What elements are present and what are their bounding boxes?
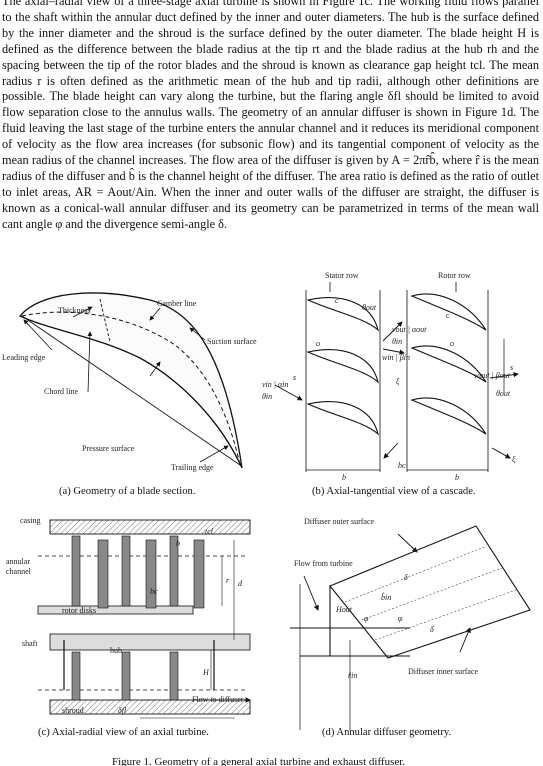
label-leading-edge: Leading edge: [2, 353, 46, 362]
label-bc-c: bc: [150, 587, 158, 596]
chord-line: [21, 315, 241, 466]
rotor-blade: [410, 345, 487, 383]
label-stator-row: Stator row: [325, 271, 359, 280]
label-diffuser-inner-surface: Diffuser inner surface: [408, 667, 478, 676]
label-xi-rotor: ξ: [512, 455, 516, 464]
stator-blade: [306, 401, 379, 436]
label-v-in: vin | αin: [262, 380, 288, 389]
label-shroud: shroud: [62, 706, 84, 715]
stator-blade: [306, 349, 379, 384]
label-hub: hub: [110, 646, 122, 655]
label-delta-fl: δfl: [118, 706, 127, 715]
label-w-out: wout | βout: [474, 371, 511, 380]
panel-c-axial-radial: casing annular channel rotor disks shaft…: [6, 516, 251, 738]
label-chord-line: Chord line: [44, 387, 78, 396]
label-suction-surface: Suction surface: [207, 337, 257, 346]
label-o-rotor: o: [450, 339, 454, 348]
label-delta-top: δ: [404, 573, 408, 582]
label-camber-line: Camber line: [157, 299, 197, 308]
label-casing: casing: [20, 516, 40, 525]
rotor-blade: [410, 293, 487, 331]
caption-c: (c) Axial-radial view of an axial turbin…: [38, 727, 209, 738]
label-r-in: r̂in: [348, 671, 357, 680]
camber-line: [21, 311, 241, 466]
label-theta-out-rotor: θout: [496, 389, 511, 398]
panel-d-annular-diffuser: Diffuser outer surface Flow from turbine…: [290, 517, 531, 738]
label-d: d: [238, 579, 243, 588]
label-annular: annular: [6, 557, 30, 566]
label-c: c: [335, 296, 339, 305]
panel-a-blade-section: Thickness Camber line Suction surface Le…: [2, 292, 257, 497]
label-rotor-disks: rotor disks: [62, 606, 96, 615]
label-trailing-edge: Trailing edge: [171, 463, 214, 472]
label-phi-right: φ: [398, 614, 403, 623]
blade-profile: [18, 292, 243, 469]
label-r: r: [226, 576, 230, 585]
label-b-rotor: b: [455, 473, 459, 482]
label-b-c: b: [176, 539, 180, 548]
label-H: H: [202, 668, 210, 677]
label-tcl: tcl: [205, 527, 214, 536]
diffuser-flow-lines: [344, 545, 517, 641]
caption-b: (b) Axial-tangential view of a cascade.: [312, 486, 476, 497]
label-channel: channel: [6, 567, 32, 576]
caption-a: (a) Geometry of a blade section.: [59, 486, 195, 497]
figure-caption: Figure 1. Geometry of a general axial tu…: [112, 756, 405, 766]
caption-d: (d) Annular diffuser geometry.: [322, 727, 451, 738]
label-flow-from-turbine: Flow from turbine: [294, 559, 353, 568]
label-rotor-row: Rotor row: [438, 271, 471, 280]
label-v-out: vout | αout: [392, 325, 427, 334]
label-diffuser-outer-surface: Diffuser outer surface: [304, 517, 374, 526]
label-theta-in-stator: θin: [262, 392, 272, 401]
diffuser-outer-wall: [329, 525, 531, 659]
label-b: b: [342, 473, 346, 482]
stator-blade: [306, 297, 379, 332]
label-s: s: [293, 373, 296, 382]
body-paragraph: The axial–radial view of a three-stage a…: [2, 0, 539, 233]
label-phi-left: φ: [364, 614, 369, 623]
label-bc: bc: [398, 461, 406, 470]
label-c-rotor: c: [446, 311, 450, 320]
label-H-out: Hout: [335, 605, 353, 614]
label-o: o: [316, 339, 320, 348]
label-s-rotor: s: [510, 363, 513, 372]
panel-b-cascade: Stator row Rotor row c o s b bc ξ θout v…: [262, 271, 519, 497]
label-b-in: b̂in: [381, 591, 391, 602]
label-xi: ξ: [396, 377, 400, 386]
rotor-blade: [410, 397, 487, 435]
label-theta-in: θin: [392, 337, 402, 346]
label-delta-bottom: δ: [430, 625, 434, 634]
body-text: The axial–radial view of a three-stage a…: [2, 0, 539, 231]
label-theta-out: θout: [362, 303, 377, 312]
label-thickness: Thickness: [58, 306, 90, 315]
label-shaft: shaft: [22, 639, 38, 648]
label-w-in: win | βin: [382, 353, 410, 362]
label-pressure-surface: Pressure surface: [82, 444, 135, 453]
label-flow-to-diffuser: Flow to diffuser: [192, 695, 244, 704]
